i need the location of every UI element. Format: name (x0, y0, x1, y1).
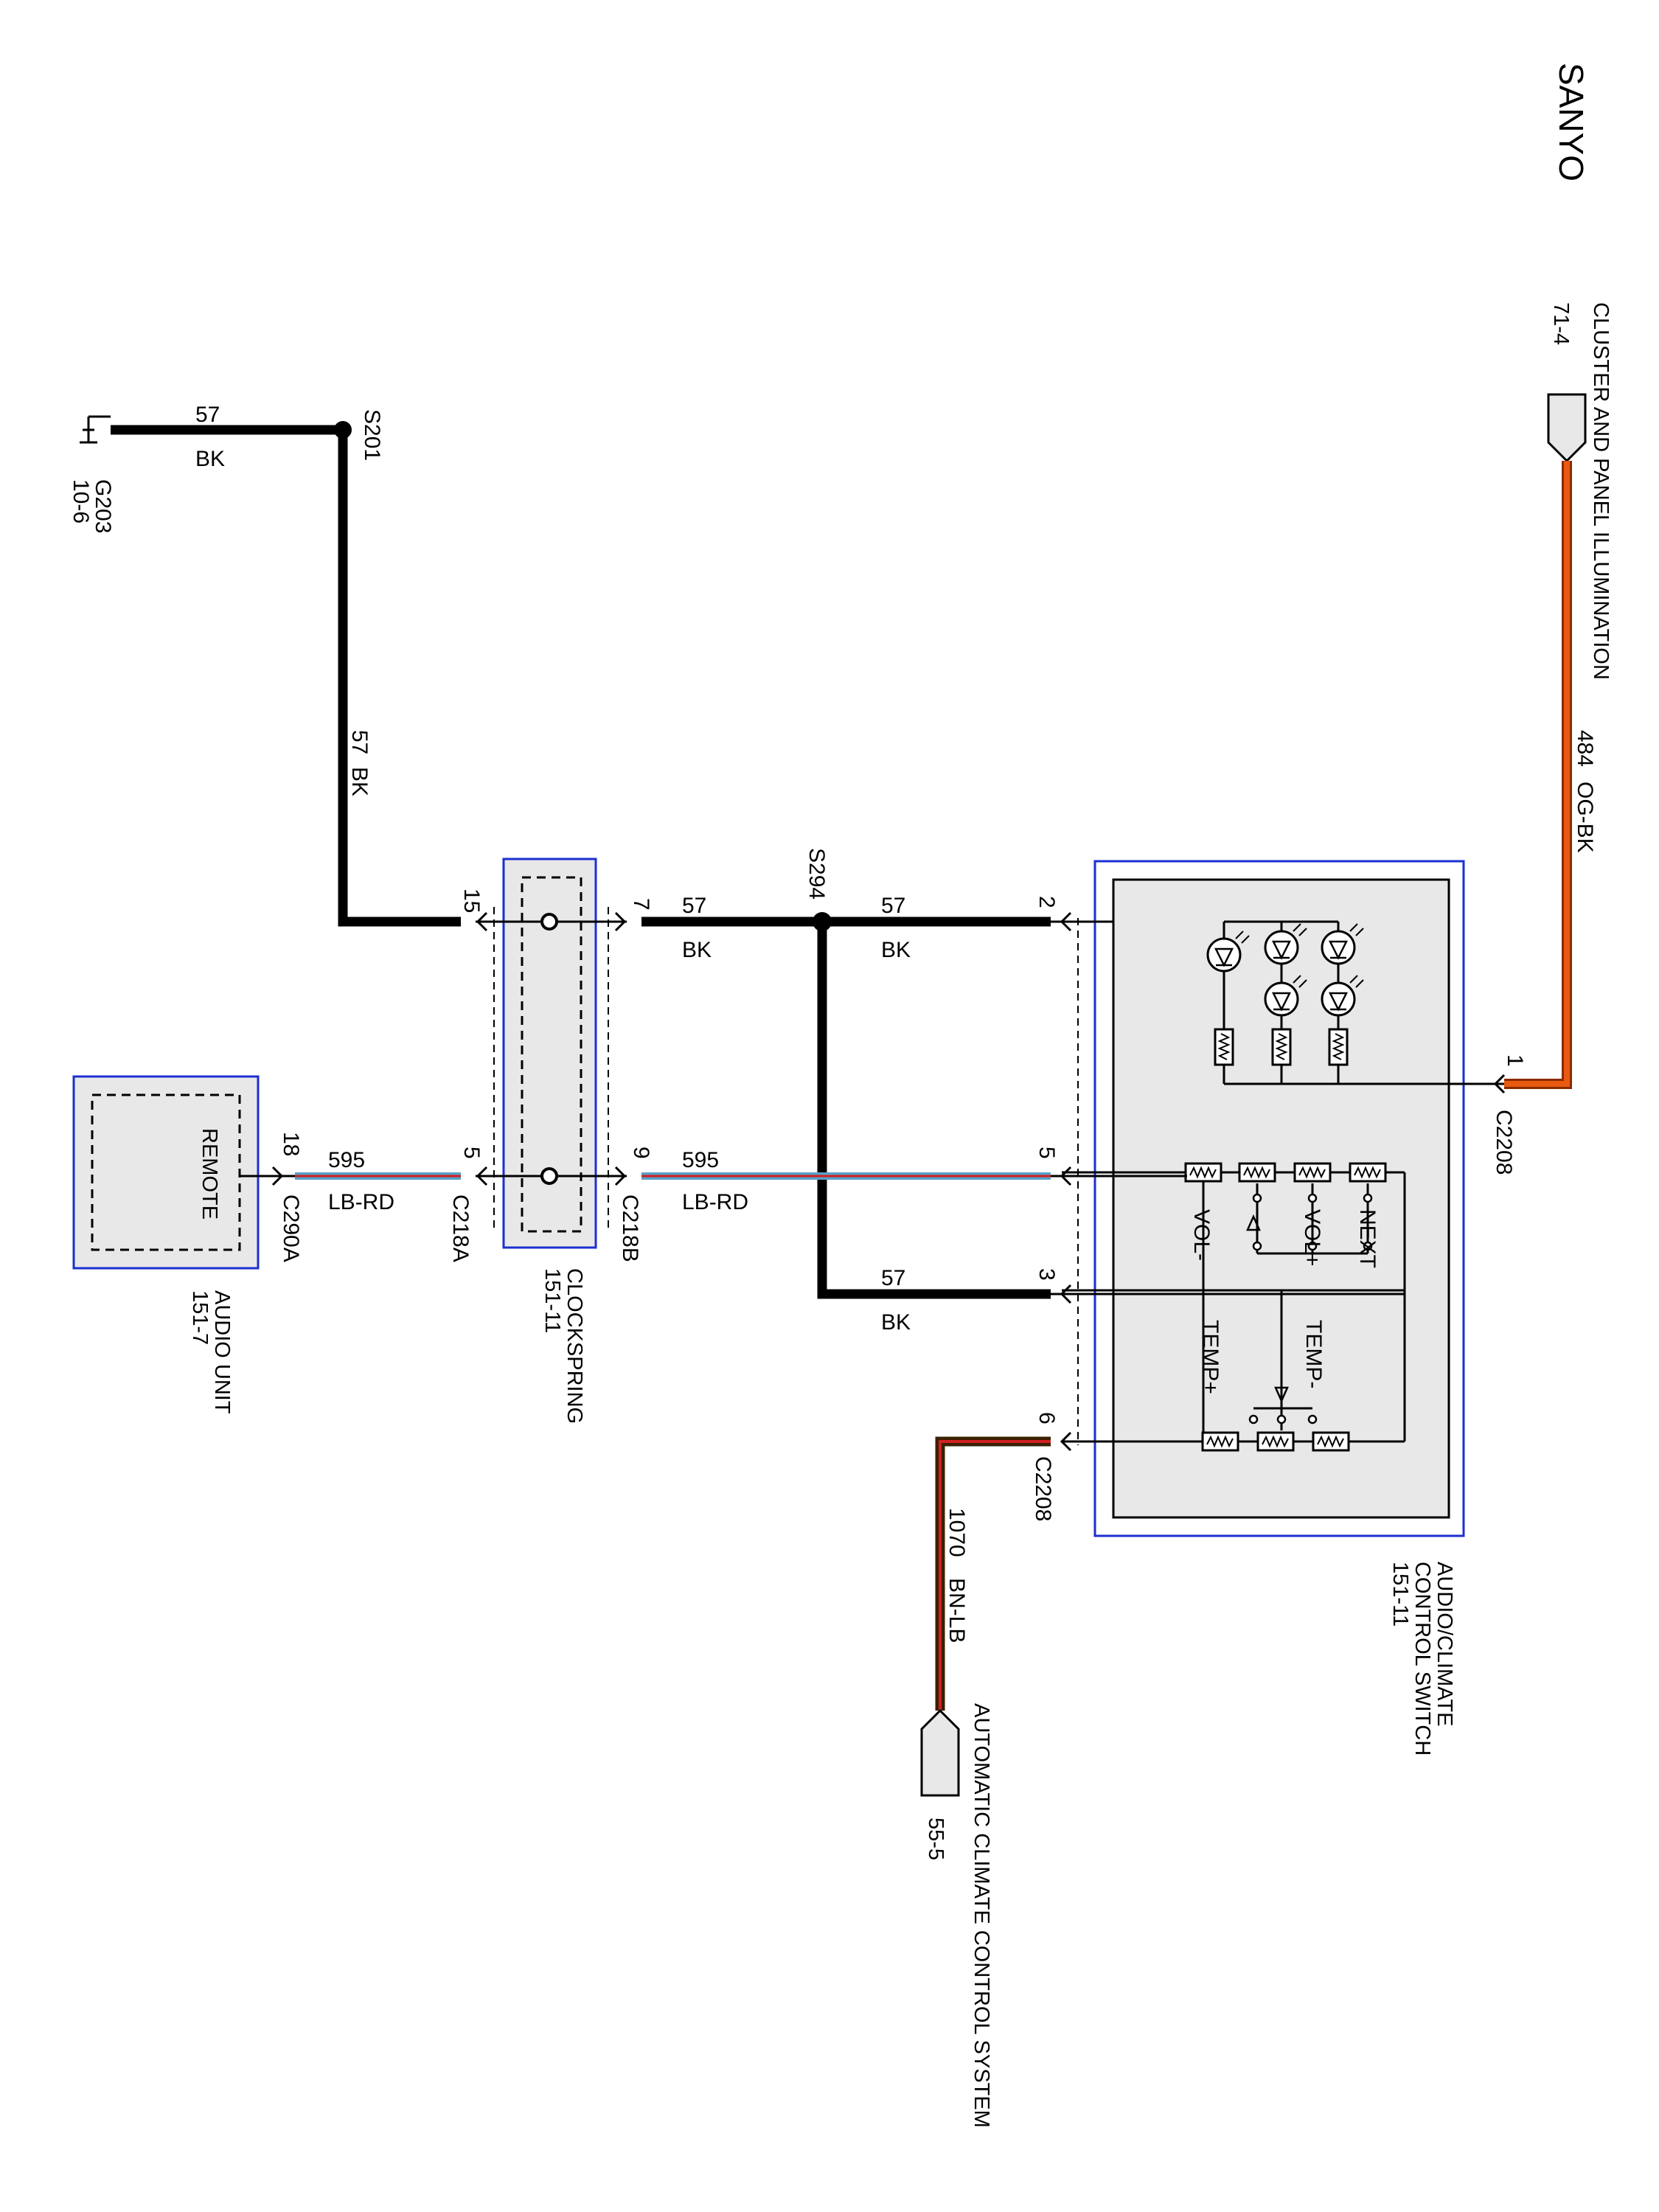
pin-5-c218a: 5 (459, 1147, 484, 1159)
switch-temp-plus-label: TEMP+ (1198, 1320, 1222, 1394)
connector-arrow-icon (614, 911, 627, 932)
switch-vol-plus-label: VOL+ (1300, 1209, 1324, 1267)
brand-label: SANYO (1552, 63, 1590, 181)
audio-climate-ref: 151-11 (1388, 1562, 1412, 1627)
audio-climate-switch-label: AUDIO/CLIMATE CONTROL SWITCH 151-11 (1388, 1562, 1456, 1756)
auto-climate-connector-shape (920, 1708, 960, 1797)
pin-18: 18 (279, 1132, 303, 1156)
cluster-name: CLUSTER AND PANEL ILLUMINATION (1589, 302, 1613, 680)
wire-595-a-circuit: 595 (328, 1148, 365, 1172)
clockspring-inner (521, 876, 582, 1233)
c2208-bottom-label: C2208 (1031, 1456, 1055, 1521)
wire-57-to-c2208-pin3 (817, 922, 1051, 1299)
audio-unit-inner-label: REMOTE (198, 1128, 221, 1220)
clockspring-contact (540, 913, 558, 931)
resistor-icon (1271, 1028, 1292, 1066)
pin-5: 5 (1034, 1147, 1059, 1159)
audio-unit-module (72, 1075, 260, 1270)
ground-ref: 10-6 (69, 479, 93, 524)
resistor-icon (1349, 1162, 1387, 1183)
splice-s201-label: S201 (360, 409, 384, 461)
connector-arrow-icon (1060, 911, 1072, 932)
audio-climate-line2: CONTROL SWITCH (1411, 1562, 1434, 1756)
c2208-top-label: C2208 (1492, 1110, 1516, 1175)
connector-arrow-icon (271, 1166, 284, 1186)
connector-arrow-icon (476, 1166, 488, 1186)
pin-7: 7 (629, 898, 653, 911)
wire-57-vert-color: BK (347, 767, 372, 796)
ground-name: G203 (91, 479, 115, 533)
pin-15: 15 (459, 888, 484, 913)
wire-595-a-color: LB-RD (328, 1190, 394, 1214)
resistor-icon (1214, 1028, 1234, 1066)
resistor-icon (1201, 1431, 1239, 1452)
connector-arrow-icon (614, 1166, 627, 1186)
wire-1070-color: BN-LB (945, 1578, 969, 1643)
clockspring-contact (540, 1167, 558, 1185)
resistor-icon (1184, 1162, 1222, 1183)
pin-1: 1 (1503, 1054, 1527, 1067)
arrow-icon (1246, 1214, 1261, 1231)
ground-icon (80, 415, 111, 444)
wire-57-c-color: BK (881, 1310, 911, 1335)
cluster-ref: 71-4 (1549, 302, 1573, 345)
auto-climate-name: AUTOMATIC CLIMATE CONTROL SYSTEM (970, 1703, 993, 2128)
switch-contacts (1248, 1193, 1373, 1425)
switch-temp-minus-label: TEMP- (1301, 1320, 1326, 1388)
wire-57-b-color: BK (881, 938, 911, 962)
wire-57-a-color: BK (682, 938, 712, 962)
c218a-label: C218A (448, 1194, 473, 1262)
pin-3: 3 (1034, 1268, 1059, 1281)
wire-484-color: OG-BK (1573, 782, 1597, 853)
switch-vol-minus-label: VOL- (1189, 1209, 1214, 1261)
pin-9: 9 (629, 1147, 653, 1159)
connector-arrow-icon (1060, 1431, 1072, 1452)
resistor-icon (1312, 1431, 1350, 1452)
c290a-label: C290A (279, 1194, 303, 1262)
wire-595-b-circuit: 595 (682, 1148, 719, 1172)
wire-57-ground-color: BK (195, 447, 225, 471)
wire-1070-circuit: 1070 (945, 1508, 969, 1557)
resistor-icon (1293, 1162, 1332, 1183)
cluster-connector-shape (1547, 393, 1587, 463)
audio-unit-name: AUDIO UNIT (210, 1290, 234, 1414)
splice-s294-label: S294 (804, 848, 829, 900)
wire-484-circuit: 484 (1573, 730, 1597, 767)
clockspring-name: CLOCKSPRING (563, 1268, 586, 1424)
wire-484 (1504, 461, 1572, 1089)
auto-climate-ref: 55-5 (924, 1818, 947, 1860)
wire-1070 (935, 1436, 1051, 1711)
cluster-label: CLUSTER AND PANEL ILLUMINATION (1589, 302, 1613, 680)
connector-arrow-icon (1060, 1284, 1072, 1304)
connector-arrow-icon (476, 911, 488, 932)
switch-next-label: NEXT (1355, 1209, 1380, 1268)
pin-6: 6 (1034, 1412, 1059, 1425)
arrow-icon (1274, 1386, 1289, 1404)
audio-unit-inner (91, 1093, 241, 1251)
audio-unit-ref: 151-7 (188, 1290, 212, 1345)
clockspring-ref: 151-11 (540, 1268, 564, 1333)
wire-57-vert-circuit: 57 (347, 730, 372, 754)
wire-57-ground-circuit: 57 (195, 403, 220, 427)
resistor-icon (1328, 1028, 1349, 1066)
connector-arrow-icon (1493, 1074, 1506, 1094)
wire-57-b-circuit: 57 (881, 894, 905, 918)
audio-climate-line1: AUDIO/CLIMATE (1433, 1562, 1456, 1726)
wire-595-b-color: LB-RD (682, 1190, 748, 1214)
pin-2: 2 (1034, 896, 1059, 908)
resistor-icon (1256, 1431, 1295, 1452)
resistor-icon (1238, 1162, 1276, 1183)
connector-arrow-icon (1060, 1166, 1072, 1186)
wire-57-a-circuit: 57 (682, 894, 706, 918)
wire-57-vertical (338, 430, 461, 927)
splice-s294 (813, 912, 832, 931)
c218b-label: C218B (618, 1194, 642, 1262)
wire-57-c-circuit: 57 (881, 1266, 905, 1290)
